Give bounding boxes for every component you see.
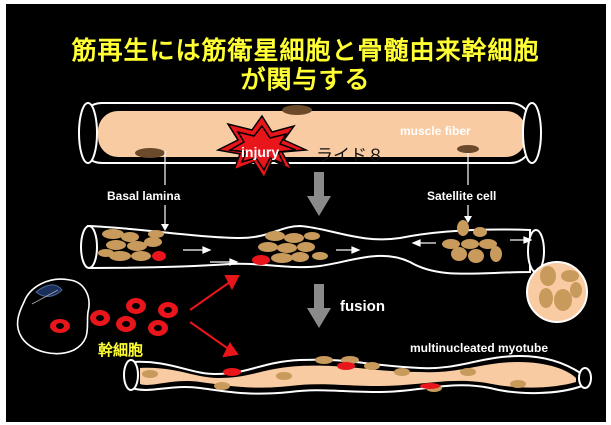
red-cell [337,362,355,370]
red-cell [420,383,440,389]
muscle-fiber-intact [79,103,541,163]
basal-lamina-label: Basal lamina [107,189,180,203]
stem-cell-label: 幹細胞 [98,339,143,360]
red-cell [223,368,241,376]
overlay-text: ライド８ [316,141,384,166]
zoom-circle [527,262,587,322]
myotube-label: multinucleated myotube [410,341,548,355]
satellite-nucleus [282,105,312,115]
injury-label: injury [241,144,279,160]
satellite-cell-label: Satellite cell [427,189,496,203]
satellite-nucleus [135,148,165,158]
muscle-fiber-label: muscle fiber [400,124,471,138]
red-cell [152,251,166,261]
satellite-cell [457,145,479,153]
fusion-label: fusion [340,298,385,315]
red-cell [252,255,270,265]
slide-title-line2: が関与する [0,60,611,96]
